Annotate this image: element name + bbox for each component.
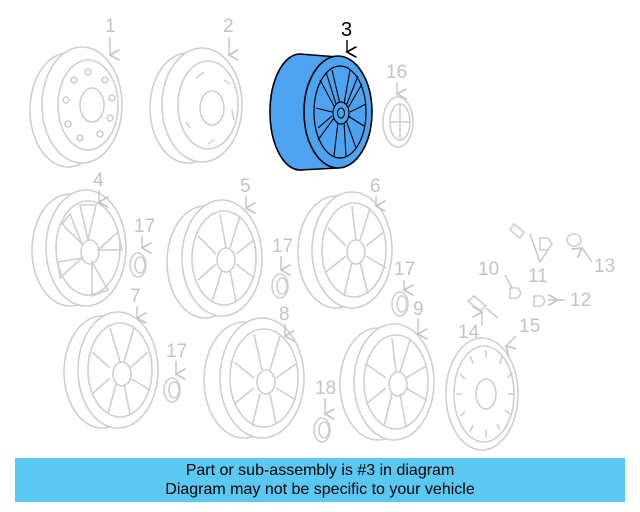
wheel-cover-15 [445,337,519,451]
banner-line-1: Part or sub-assembly is #3 in diagram [185,462,455,479]
callout-4: 4 [93,170,104,191]
wheel-3-alloy-highlighted [269,53,373,171]
callout-8: 8 [279,304,290,325]
callout-5: 5 [240,176,251,197]
callout-15: 15 [519,316,540,337]
wheel-5-alloy [166,199,263,319]
callout-17c: 17 [394,259,415,280]
banner-line-2: Diagram may not be specific to your vehi… [165,481,475,498]
callout-6: 6 [370,176,381,197]
wheel-4-alloy [31,189,127,307]
wheel-6-alloy [297,191,393,309]
wheel-7-alloy [63,311,159,429]
wheel-8-alloy [203,317,305,439]
center-cap-17a [129,252,147,278]
callout-1: 1 [105,16,116,37]
wheel-2-steel [149,47,243,164]
callout-3: 3 [341,19,352,41]
hub-cap-16 [382,96,414,148]
callout-11: 11 [528,266,548,287]
wheel-1-steel [29,46,123,168]
callout-7: 7 [130,286,141,307]
wheel-9-alloy [339,323,435,441]
callout-18: 18 [315,378,336,399]
callout-16: 16 [386,62,407,83]
center-cap-17d [163,377,181,403]
info-banner: Part or sub-assembly is #3 in diagram Di… [15,458,625,502]
callout-13: 13 [594,256,615,277]
center-cap-17c [391,291,409,317]
callout-9: 9 [413,299,424,320]
callout-12: 12 [570,290,591,311]
callout-17b: 17 [272,236,293,257]
center-cap-18 [313,417,331,443]
callout-17a: 17 [134,216,155,237]
callout-10: 10 [478,259,499,280]
callout-2: 2 [223,16,234,37]
center-cap-17b [271,273,289,299]
callout-14: 14 [458,322,480,343]
callout-17d: 17 [166,341,187,362]
